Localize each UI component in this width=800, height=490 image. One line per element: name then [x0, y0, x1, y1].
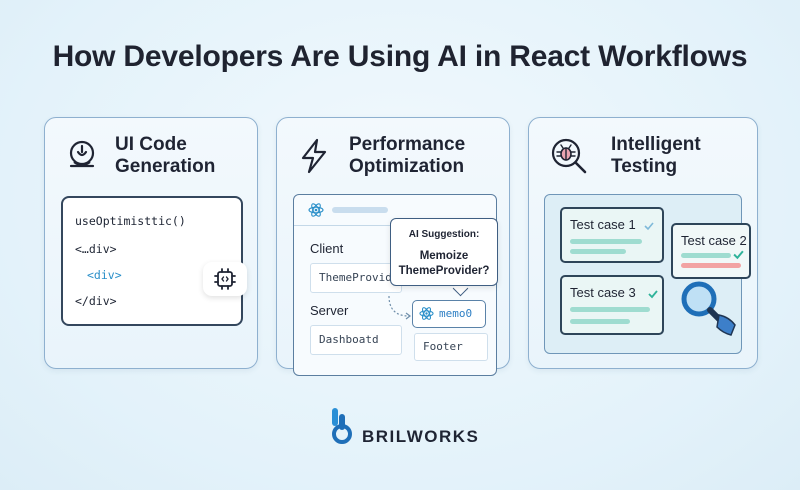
card-performance-optimization: Performance Optimization Client ThemePro… — [276, 117, 510, 376]
tooltip-body: Memoize ThemeProvider? — [391, 249, 497, 279]
card-ui-code-generation: UI Code Generation useOptimisttic() <…di… — [44, 117, 258, 369]
test-case-label: Test case 3 — [570, 285, 636, 300]
client-component-field: ThemeProvid — [310, 263, 402, 293]
check-icon — [644, 222, 654, 231]
test-case-card: Test case 2 — [671, 223, 751, 279]
test-case-label: Test case 1 — [570, 217, 636, 232]
test-case-label: Test case 2 — [681, 233, 747, 248]
card-title-line2: Generation — [115, 156, 216, 177]
tooltip-heading: AI Suggestion: — [408, 229, 480, 240]
magnifier-hand-icon — [681, 281, 736, 336]
ai-suggestion-tooltip: AI Suggestion: Memoize ThemeProvider? — [390, 218, 498, 286]
code-chip-icon — [214, 268, 236, 290]
result-bar — [570, 249, 626, 254]
tooltip-line: Memoize — [419, 250, 469, 262]
brain-head-icon — [69, 140, 95, 168]
server-component-field: Dashboatd — [310, 325, 402, 355]
code-line: <div> — [87, 268, 122, 282]
card-title-line2: Testing — [611, 156, 678, 177]
code-line: useOptimisttic() — [75, 214, 186, 228]
brilworks-logo-icon — [332, 408, 352, 444]
server-label: Server — [310, 303, 349, 318]
placeholder-bar — [332, 207, 388, 213]
test-case-card: Test case 3 — [560, 275, 664, 335]
card-title-line1: UI Code — [115, 134, 187, 155]
check-icon — [733, 250, 744, 260]
check-icon — [648, 290, 658, 299]
memo-label: memo0 — [439, 307, 473, 320]
result-bar — [570, 307, 650, 312]
result-bar — [681, 253, 731, 258]
test-case-card: Test case 1 — [560, 207, 664, 263]
result-bar — [570, 319, 630, 324]
footer-component-field: Footer — [414, 333, 488, 361]
card-title-line1: Performance — [349, 134, 466, 155]
client-label: Client — [310, 241, 344, 256]
code-line: </div> — [75, 294, 117, 308]
bug-magnifier-icon — [551, 138, 587, 174]
card-title-line1: Intelligent — [611, 134, 701, 155]
react-icon — [308, 203, 324, 217]
lightning-bolt-icon — [301, 138, 327, 174]
brand-name: BRILWORKS — [362, 427, 480, 446]
failure-bar — [681, 263, 741, 268]
code-chip-badge — [203, 262, 247, 296]
code-editor: useOptimisttic() <…div> <div> </div> — [61, 196, 243, 326]
react-icon — [419, 307, 434, 320]
connector-arrow — [388, 295, 411, 320]
tooltip-line: ThemeProvider? — [398, 265, 490, 277]
card-intelligent-testing: Intelligent Testing Test case 1 Test cas… — [528, 117, 758, 369]
page-title: How Developers Are Using AI in React Wor… — [52, 40, 748, 73]
card-title-line2: Optimization — [349, 156, 465, 177]
result-bar — [570, 239, 642, 244]
test-panel: Test case 1 Test case 2 Test case 3 — [544, 194, 751, 354]
code-line: <…div> — [75, 242, 117, 256]
memo-pill: memo0 — [412, 300, 486, 328]
